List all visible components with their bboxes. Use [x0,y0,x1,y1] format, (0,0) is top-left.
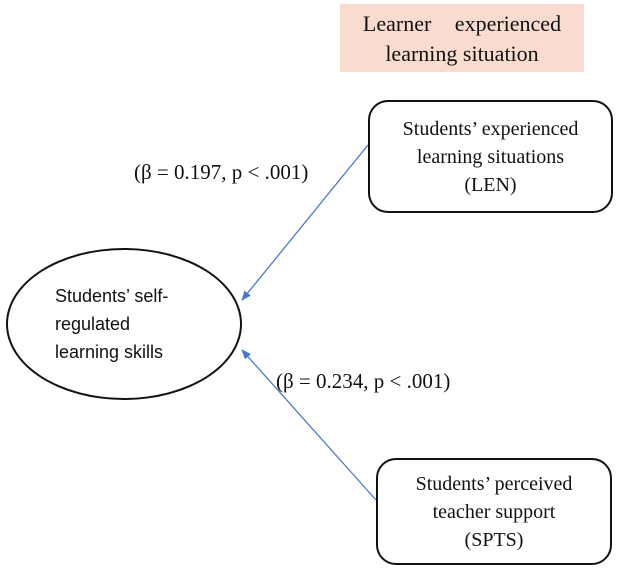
node-spts-box: Students’ perceived teacher support (SPT… [376,458,612,565]
node-srl-line-2: regulated [55,314,131,334]
node-len-line-1: Students’ experienced [402,117,579,140]
node-spts-line-1: Students’ perceived [415,472,573,495]
node-len-label: Students’ experienced learning situation… [403,115,579,199]
path-coefficient-spts: (β = 0.234, p < .001) [276,369,451,393]
node-len-box: Students’ experienced learning situation… [368,100,613,213]
header-label-box: Learner experienced learning situation [340,4,584,72]
node-spts-label: Students’ perceived teacher support (SPT… [416,470,573,554]
node-len-line-2: learning situations [416,145,565,168]
header-line-2: learning situation [385,41,539,66]
node-spts-line-3: (SPTS) [464,528,524,551]
header-line-1: Learner experienced [362,11,562,36]
node-srl-line-3: learning skills [55,342,164,362]
arrow-len-to-srl [241,144,369,301]
node-srl-label: Students’ self- regulated learning skill… [55,282,225,366]
path-coefficient-len: (β = 0.197, p < .001) [134,160,309,184]
node-len-line-3: (LEN) [464,173,517,196]
node-spts-line-2: teacher support [432,500,556,523]
arrow-spts-to-srl [241,349,377,501]
node-srl-ellipse [6,248,242,400]
node-srl-line-1: Students’ self- [55,286,169,306]
